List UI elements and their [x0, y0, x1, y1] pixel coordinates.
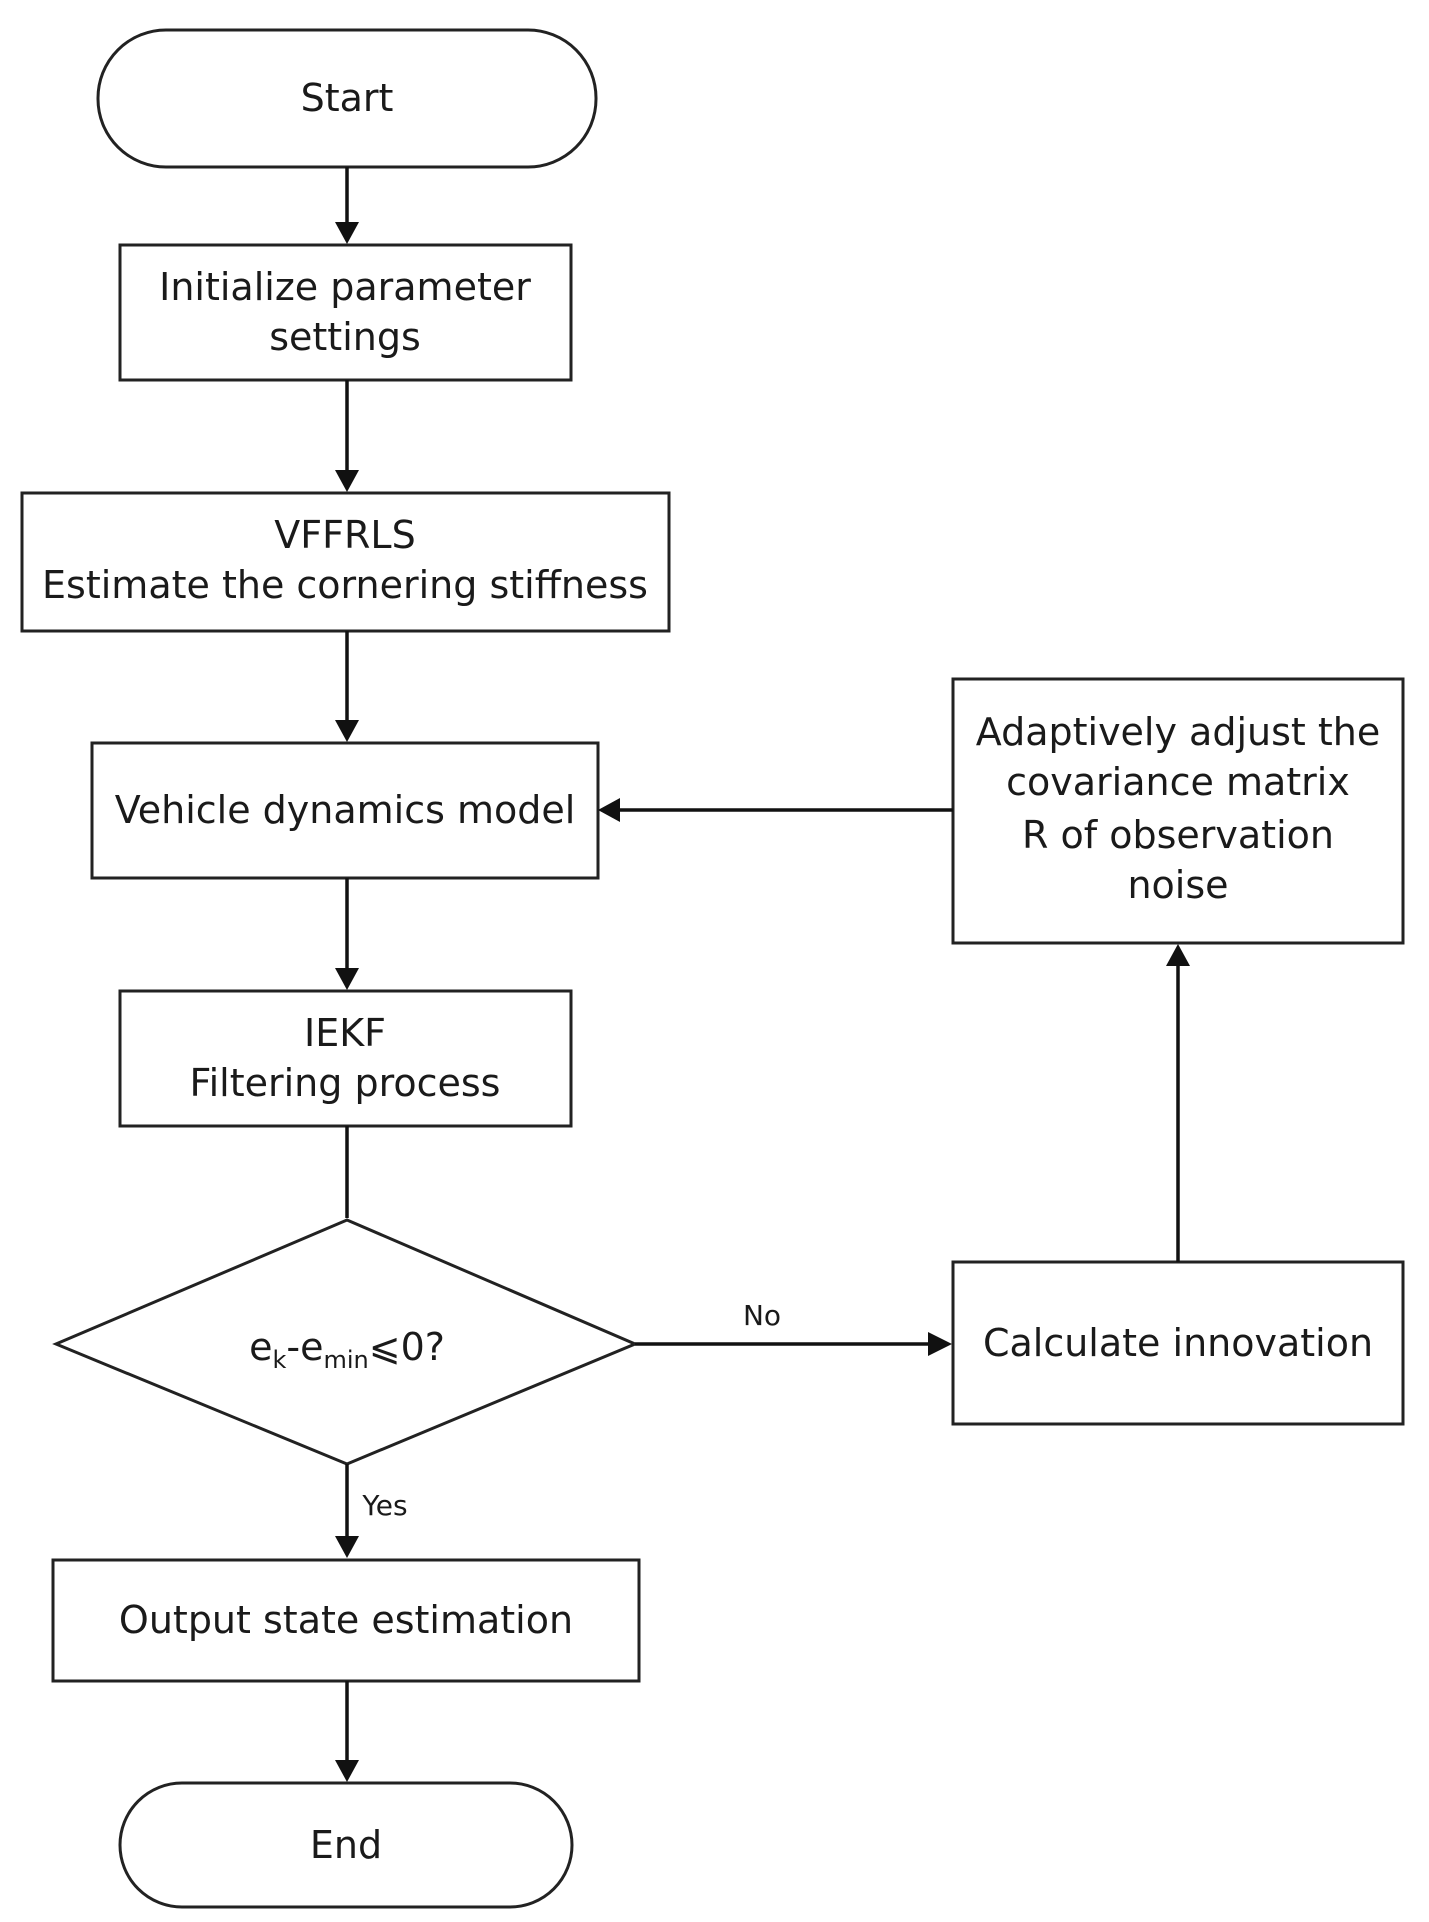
end-label: End: [310, 1823, 382, 1867]
iekf-label-line1: IEKF: [304, 1011, 386, 1055]
arrowhead-start-to-init: [335, 222, 359, 244]
initialize-label-line1: Initialize parameter: [159, 265, 531, 309]
decision-dash: -e: [286, 1325, 323, 1369]
iekf-box: [118, 989, 573, 1128]
arrowhead-innovation-to-adapt: [1166, 944, 1190, 966]
arrowhead-init-to-vffrls: [335, 470, 359, 492]
decision-sub-min: min: [323, 1346, 368, 1374]
arrowhead-decision-to-innovation: [928, 1332, 952, 1356]
arrowhead-vehicle-to-ekf: [335, 968, 359, 990]
output-label: Output state estimation: [119, 1598, 573, 1642]
arrowhead-adapt-to-vehicle: [598, 798, 620, 822]
decision-label: ek-emin⩽0?: [249, 1325, 445, 1374]
adapt-label-line1: Adaptively adjust the: [976, 710, 1381, 754]
vffrls-label-line1: VFFRLS: [274, 513, 415, 557]
innovation-label: Calculate innovation: [983, 1321, 1373, 1365]
vffrls-label-line2: Estimate the cornering stiffness: [42, 563, 648, 607]
vehicle-dynamics-box: [90, 741, 600, 880]
start-label: Start: [301, 76, 394, 120]
decision-e: e: [249, 1325, 272, 1369]
initialize-label-line2: settings: [269, 315, 421, 359]
innovation-box: [951, 1260, 1405, 1426]
decision-diamond: [52, 1218, 639, 1466]
arrowhead-decision-to-output: [335, 1536, 359, 1558]
initialize-box: [118, 243, 573, 382]
no-label: No: [743, 1299, 781, 1332]
adapt-label-line4: noise: [1127, 863, 1228, 907]
decision-sub-k: k: [272, 1346, 286, 1374]
adapt-label-line2: covariance matrix: [1006, 760, 1350, 804]
vehicle-dynamics-label: Vehicle dynamics model: [115, 788, 576, 832]
adapt-label-line3: R of observation: [1022, 813, 1334, 857]
arrowhead-output-to-end: [335, 1760, 359, 1782]
decision-rest: ⩽0?: [369, 1325, 445, 1369]
yes-label: Yes: [361, 1489, 407, 1522]
adapt-box: [951, 677, 1405, 945]
iekf-label-line2: Filtering process: [190, 1061, 501, 1105]
arrowhead-vffrls-to-vehicle: [335, 720, 359, 742]
end-terminal: [118, 1781, 574, 1909]
output-box: [51, 1558, 641, 1683]
